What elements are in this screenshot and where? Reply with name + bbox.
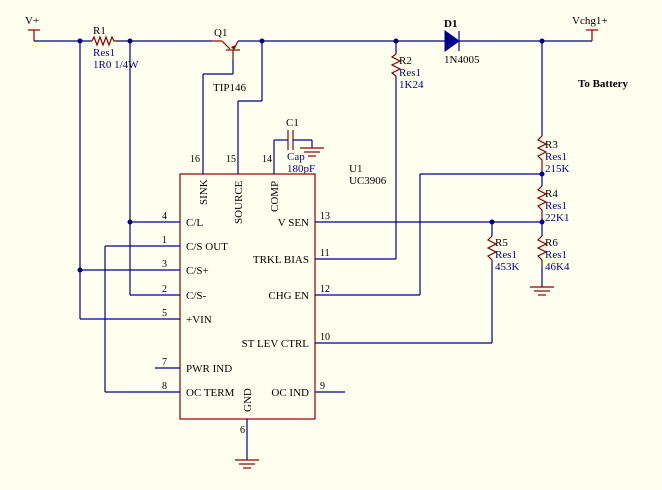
vchg-label: Vchg1+: [572, 15, 608, 27]
r1-type: Res1: [93, 47, 115, 59]
r6-ground-symbol: [530, 286, 554, 296]
junction-dot: [77, 38, 83, 44]
pin9-name: OC IND: [271, 387, 309, 399]
pin12-name: CHG EN: [268, 290, 309, 302]
u1-ic: U1 UC3906 16 15 14 SINK SOURCE COMP 4 1 …: [80, 150, 542, 460]
r3-ref: R3: [545, 139, 558, 151]
c1-capacitor: C1 Cap 180pF: [273, 117, 324, 175]
r2-value: 1K24: [399, 79, 424, 91]
pin16-num: 16: [190, 154, 200, 165]
pin7-name: PWR IND: [186, 363, 232, 375]
r5-resistor: R5 Res1 453K: [486, 235, 520, 273]
r5-type: Res1: [495, 249, 517, 261]
pin13-name: V SEN: [278, 217, 309, 229]
junction-dot: [127, 219, 133, 225]
pin6-num: 6: [240, 425, 245, 436]
pin3-num: 3: [162, 259, 167, 270]
r1-ref: R1: [93, 25, 106, 37]
r2-resistor: R2 Res1 1K24: [390, 41, 424, 259]
junctions: [77, 38, 545, 273]
vchg-port: Vchg1+: [572, 15, 608, 41]
pin4-name: C/L: [186, 217, 203, 229]
r2-ref: R2: [399, 55, 412, 67]
u1-ref: U1: [349, 163, 362, 175]
r5-ref: R5: [495, 237, 508, 249]
pin16-name: SINK: [198, 179, 210, 205]
c1-ref: C1: [286, 117, 299, 129]
pin7-num: 7: [162, 357, 167, 368]
pin14-num: 14: [262, 154, 272, 165]
q1-ref: Q1: [214, 27, 227, 39]
pin8-name: OC TERM: [186, 387, 235, 399]
r3-value: 215K: [545, 163, 570, 175]
r6-value: 46K4: [545, 261, 570, 273]
vplus-port: V+: [25, 15, 40, 41]
junction-dot: [77, 267, 83, 273]
q1-transistor: Q1 TIP146: [212, 27, 247, 94]
u1-value: UC3906: [349, 175, 387, 187]
d1-ref: D1: [444, 18, 457, 30]
pin10-num: 10: [320, 332, 330, 343]
c1-value: 180pF: [287, 163, 315, 175]
r4-resistor: R4 Res1 22K1: [536, 185, 569, 224]
r2-type: Res1: [399, 67, 421, 79]
r4-type: Res1: [545, 200, 567, 212]
pin9-num: 9: [320, 381, 325, 392]
r1-value: 1R0 1/4W: [93, 59, 139, 71]
pin8-num: 8: [162, 381, 167, 392]
pin10-name: ST LEV CTRL: [242, 338, 310, 350]
q1-value: TIP146: [213, 82, 247, 94]
junction-dot: [489, 219, 495, 225]
pin1-num: 1: [162, 235, 167, 246]
r3-resistor: R3 Res1 215K: [536, 135, 570, 175]
junction-dot: [539, 38, 545, 44]
u1-ground-symbol: [235, 459, 259, 469]
right-divider-wires: [419, 41, 543, 343]
pin11-num: 11: [320, 248, 330, 259]
pin4-num: 4: [162, 211, 167, 222]
junction-dot: [127, 38, 133, 44]
pin15-name: SOURCE: [233, 180, 245, 224]
left-wires: [79, 41, 131, 392]
pin6-name: GND: [242, 388, 254, 412]
pin3-name: C/S+: [186, 265, 209, 277]
c1-type: Cap: [287, 151, 305, 163]
pin12-num: 12: [320, 284, 330, 295]
q1-wires: [202, 41, 263, 150]
r3-type: Res1: [545, 151, 567, 163]
d1-value: 1N4005: [444, 54, 480, 66]
r4-ref: R4: [545, 188, 558, 200]
pin2-num: 2: [162, 284, 167, 295]
junction-dot: [539, 219, 545, 225]
r6-resistor: R6 Res1 46K4: [536, 235, 570, 273]
r6-ref: R6: [545, 237, 558, 249]
vplus-label: V+: [25, 15, 39, 27]
pin15-num: 15: [226, 154, 236, 165]
pin5-name: +VIN: [186, 314, 212, 326]
pin1-name: C/S OUT: [186, 241, 228, 253]
junction-dot: [539, 171, 545, 177]
pin14-name: COMP: [269, 181, 281, 212]
battery-note: To Battery: [578, 78, 629, 90]
r1-resistor: R1 Res1 1R0 1/4W: [91, 25, 139, 71]
pin5-num: 5: [162, 308, 167, 319]
r6-type: Res1: [545, 249, 567, 261]
d1-diode: D1 1N4005: [444, 18, 480, 66]
junction-dot: [259, 38, 265, 44]
junction-dot: [393, 38, 399, 44]
pin2-name: C/S-: [186, 290, 207, 302]
pin11-name: TRKL BIAS: [253, 254, 309, 266]
r4-value: 22K1: [545, 212, 569, 224]
pin13-num: 13: [320, 211, 330, 222]
r5-value: 453K: [495, 261, 520, 273]
